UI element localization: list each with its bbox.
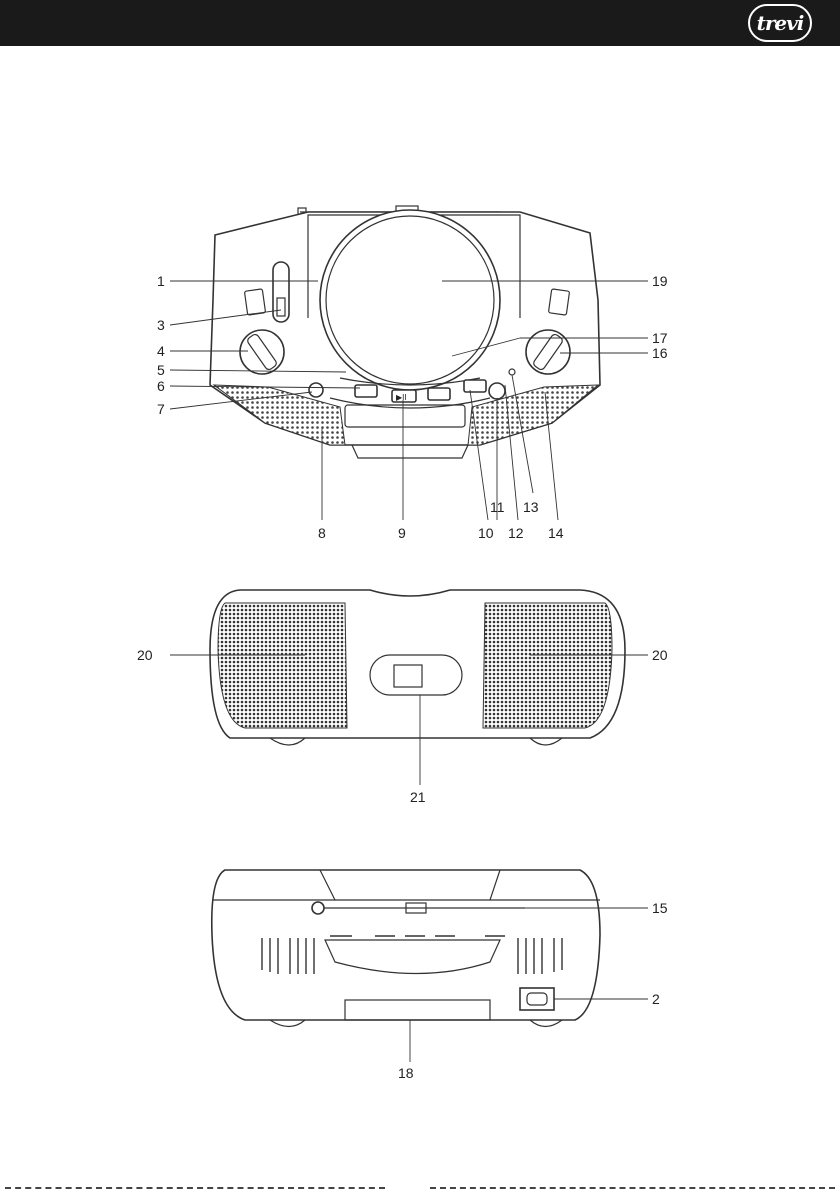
cd-lid	[320, 210, 500, 390]
back-foot-right	[530, 1020, 562, 1027]
label-4: 4	[157, 343, 165, 359]
label-2: 2	[652, 991, 660, 1007]
label-19: 19	[652, 273, 668, 289]
headphone-jack[interactable]	[309, 383, 323, 397]
label-5: 5	[157, 362, 165, 378]
button-stop[interactable]	[355, 385, 377, 397]
label-9: 9	[398, 525, 406, 541]
label-21: 21	[410, 789, 426, 805]
label-1: 1	[157, 273, 165, 289]
label-20-left: 20	[137, 647, 153, 663]
label-3: 3	[157, 317, 165, 333]
power-button[interactable]	[489, 383, 505, 399]
label-17: 17	[652, 330, 668, 346]
button-skip-forward[interactable]	[428, 388, 450, 400]
label-14: 14	[548, 525, 564, 541]
label-13: 13	[523, 499, 539, 515]
top-right-speaker	[483, 603, 612, 728]
function-switch[interactable]	[273, 262, 289, 322]
label-8: 8	[318, 525, 326, 541]
front-view: ▶II 1 3 4 5 6 7 19 17 16 8	[157, 206, 668, 541]
bottom-handle	[352, 445, 468, 458]
volume-knob[interactable]	[240, 330, 284, 374]
label-10: 10	[478, 525, 494, 541]
tuning-knob[interactable]	[526, 330, 570, 374]
bottom-rule-right	[430, 1187, 835, 1189]
back-view: 15 2 18	[212, 870, 668, 1081]
top-foot-right	[530, 738, 562, 745]
label-18: 18	[398, 1065, 414, 1081]
antenna-pivot	[312, 902, 324, 914]
label-15: 15	[652, 900, 668, 916]
top-left-speaker	[218, 603, 347, 728]
svg-text:▶II: ▶II	[396, 393, 407, 402]
label-16: 16	[652, 345, 668, 361]
back-foot-left	[270, 1020, 305, 1027]
top-foot-left	[270, 738, 305, 745]
ac-socket[interactable]	[520, 988, 554, 1010]
button-skip-back[interactable]	[464, 380, 486, 392]
bottom-rule-left	[5, 1187, 385, 1189]
label-6: 6	[157, 378, 165, 394]
label-12: 12	[508, 525, 524, 541]
top-view: 20 20 21	[137, 590, 668, 805]
label-11: 11	[490, 499, 505, 515]
label-7: 7	[157, 401, 165, 417]
label-20-right: 20	[652, 647, 668, 663]
